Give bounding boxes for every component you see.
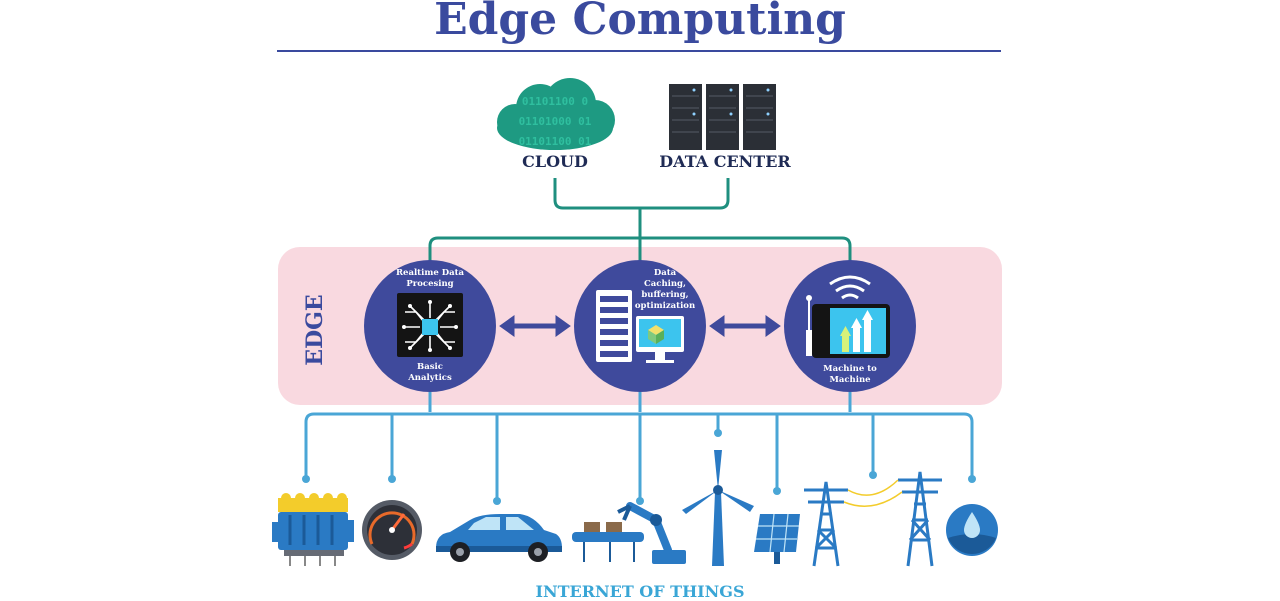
cloud-connectors	[428, 178, 852, 262]
wind-turbine-icon	[682, 450, 754, 566]
node-2-top-line-1: Data	[653, 268, 677, 278]
node-1-top-text: Realtime Data Procesing	[380, 268, 480, 290]
cloud-icon: 01101100 0 01101000 01 01101100 01	[497, 78, 615, 150]
server-rack-icon	[669, 84, 776, 150]
node-1-bottom-text: Basic Analytics	[380, 362, 480, 384]
node-2-top-line-3: buffering,	[641, 290, 689, 300]
cloud-binary-2: 01101000 01	[519, 115, 592, 128]
node-1-top-line-2: Procesing	[406, 279, 454, 289]
node-2-top-line-2: Caching,	[644, 279, 686, 289]
node-1-top-line-1: Realtime Data	[395, 268, 465, 278]
double-arrow-icon	[499, 315, 571, 337]
tablet-chart-icon	[806, 275, 890, 358]
server-monitor-icon	[596, 290, 684, 363]
node-2-top-line-4: optimization	[634, 301, 696, 311]
edge-label: EDGE	[302, 294, 328, 366]
node-3-bottom-line-2: Machine	[829, 375, 871, 385]
node-2-top-text: Data Caching, buffering, optimization	[633, 268, 697, 312]
connector-dots	[302, 429, 976, 505]
iot-connectors	[304, 392, 974, 500]
cloud-label: CLOUD	[522, 152, 588, 171]
cloud-binary-3: 01101100 01	[519, 135, 592, 148]
solar-panel-icon	[754, 513, 800, 564]
node-3-bottom-text: Machine to Machine	[800, 364, 900, 386]
power-tower-icon	[804, 471, 942, 567]
chip-icon	[397, 293, 463, 357]
engine-icon	[272, 493, 354, 566]
cloud-binary-1: 01101100 0	[522, 95, 588, 108]
car-icon	[436, 514, 562, 562]
data-center-label: DATA CENTER	[659, 152, 791, 171]
node-1-bottom-line-2: Analytics	[408, 373, 452, 383]
iot-label: INTERNET OF THINGS	[535, 582, 745, 601]
title-underline	[277, 50, 1001, 52]
gauge-icon	[362, 500, 422, 560]
robot-arm-icon	[572, 502, 686, 564]
page-title: Edge Computing	[434, 0, 846, 45]
water-drop-icon	[946, 504, 998, 556]
node-1-bottom-line-1: Basic	[417, 362, 443, 372]
node-3-bottom-line-1: Machine to	[823, 364, 877, 374]
double-arrow-icon	[709, 315, 781, 337]
